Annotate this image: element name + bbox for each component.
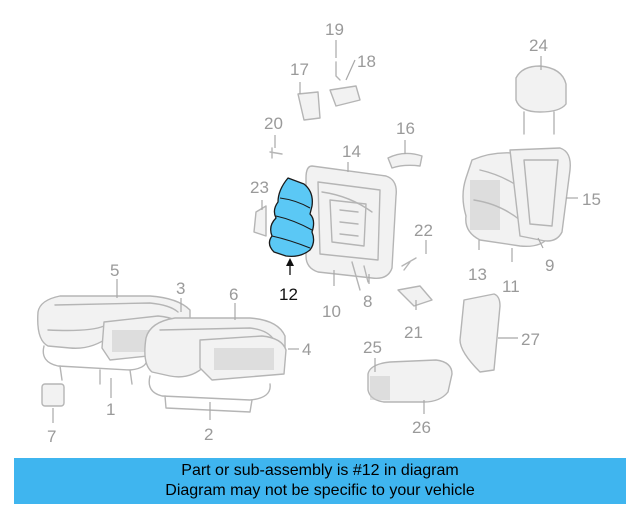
part-label-10: 10: [322, 302, 341, 321]
part-25-armrest: [367, 359, 453, 403]
part-label-26: 26: [412, 418, 431, 437]
part-16-trim: [387, 152, 423, 169]
part-label-24: 24: [529, 36, 548, 55]
seat-cushion-right-assembly: [144, 317, 287, 413]
part-label-13: 13: [468, 265, 487, 284]
part-label-23: 23: [250, 178, 269, 197]
part-label-7: 7: [47, 427, 56, 446]
part-12-seat-back-pad[interactable]: [268, 177, 315, 258]
part-label-15: 15: [582, 190, 601, 209]
part-label-3: 3: [176, 279, 185, 298]
part-18-cover: [329, 85, 361, 107]
banner-line-part: Part or sub-assembly is #12 in diagram: [181, 462, 459, 479]
leader-lines: [52, 40, 578, 423]
part-label-14: 14: [342, 142, 361, 161]
rear-seat-back-cushion: [462, 147, 571, 248]
part-label-2: 2: [204, 425, 213, 444]
part-label-18: 18: [357, 52, 376, 71]
part-label-1: 1: [106, 400, 115, 419]
part-label-27: 27: [521, 330, 540, 349]
part-24-headrest: [515, 65, 567, 135]
seat-back-frame: [305, 165, 397, 291]
part-label-22: 22: [414, 221, 433, 240]
part-22-spring: [401, 257, 417, 271]
part-label-5: 5: [110, 261, 119, 280]
part-label-9: 9: [545, 256, 554, 275]
part-info-banner: Part or sub-assembly is #12 in diagram D…: [14, 458, 626, 504]
part-20-bolt: [269, 147, 283, 159]
part-label-12: 12: [279, 285, 298, 304]
part-label-21: 21: [404, 323, 423, 342]
banner-line-disclaimer: Diagram may not be specific to your vehi…: [165, 482, 475, 499]
part-label-20: 20: [264, 114, 283, 133]
part-label-6: 6: [229, 285, 238, 304]
parts-diagram: 5 3 6 4 1 2 7 8 9 10 11 12 13 14 15 16 1…: [37, 20, 601, 446]
part-labels: 5 3 6 4 1 2 7 8 9 10 11 12 13 14 15 16 1…: [47, 20, 601, 446]
part-label-8: 8: [363, 292, 372, 311]
part-27-panel: [459, 293, 501, 373]
part-21-bracket: [397, 285, 433, 307]
part-19-pin: [335, 61, 341, 81]
part-7-clip: [41, 383, 65, 407]
part-label-16: 16: [396, 119, 415, 138]
part-17-latch: [297, 91, 321, 121]
part-label-25: 25: [363, 338, 382, 357]
part-label-4: 4: [302, 340, 311, 359]
part-label-19: 19: [325, 20, 344, 39]
part-label-17: 17: [290, 60, 309, 79]
part-23-bracket: [253, 205, 267, 237]
part-label-11: 11: [502, 277, 520, 296]
